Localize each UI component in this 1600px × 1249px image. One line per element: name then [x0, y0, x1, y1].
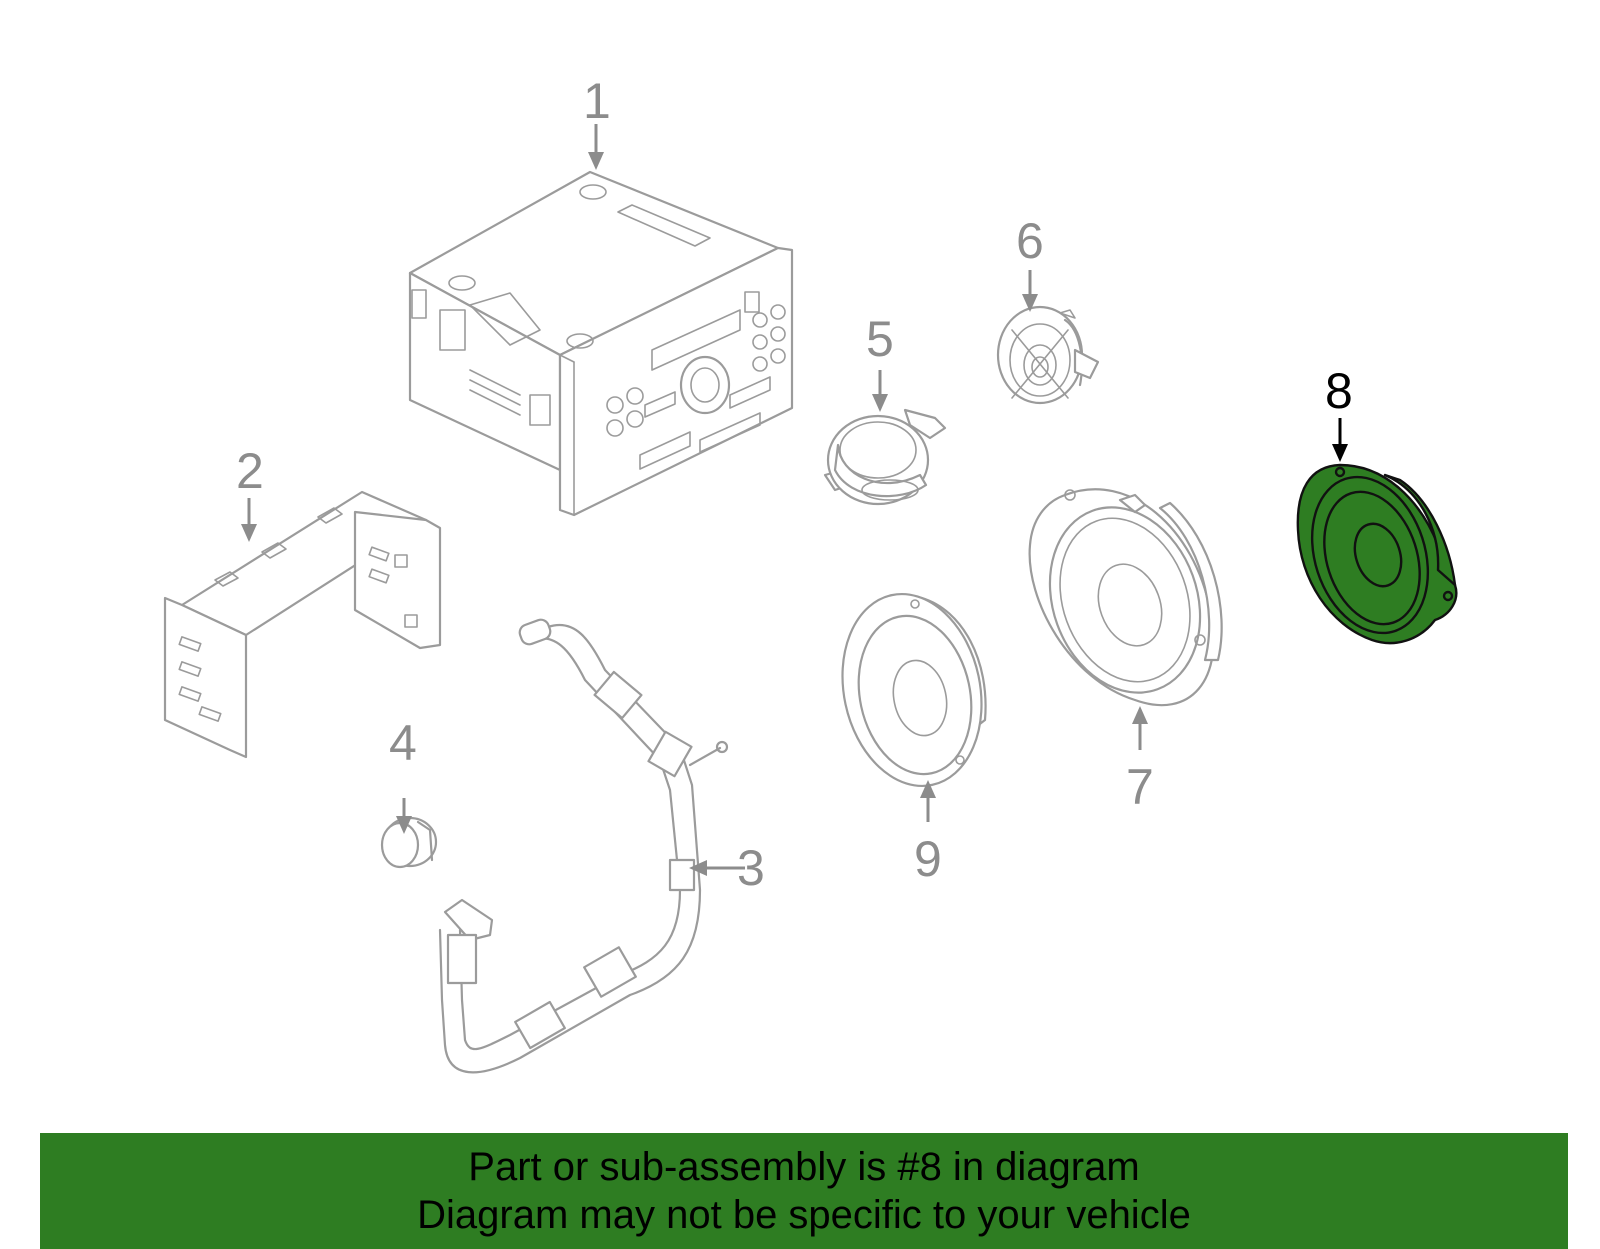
callout-arrows	[241, 124, 1348, 876]
part-4-connector[interactable]	[380, 816, 438, 869]
part-7-large-speaker[interactable]	[1025, 486, 1225, 714]
callout-2: 2	[236, 443, 264, 499]
callout-9: 9	[914, 831, 942, 887]
part-3-antenna-cable[interactable]	[438, 617, 729, 1074]
callout-8: 8	[1325, 363, 1353, 419]
banner-line-1: Part or sub-assembly is #8 in diagram	[468, 1145, 1140, 1189]
part-8-speaker-highlighted[interactable]	[1293, 462, 1458, 648]
banner-line-2: Diagram may not be specific to your vehi…	[417, 1193, 1191, 1237]
info-banner: Part or sub-assembly is #8 in diagram Di…	[40, 1133, 1568, 1249]
callout-7: 7	[1126, 759, 1154, 815]
callout-5: 5	[866, 311, 894, 367]
part-6-small-speaker[interactable]	[996, 305, 1100, 405]
callout-1: 1	[583, 73, 611, 129]
part-2-mounting-bracket[interactable]	[163, 490, 442, 759]
callout-4: 4	[389, 715, 417, 771]
part-5-tweeter[interactable]	[823, 408, 947, 506]
callout-3: 3	[737, 840, 765, 896]
callout-6: 6	[1016, 213, 1044, 269]
part-9-medium-speaker[interactable]	[825, 581, 998, 799]
part-1-radio-unit[interactable]	[408, 170, 794, 517]
